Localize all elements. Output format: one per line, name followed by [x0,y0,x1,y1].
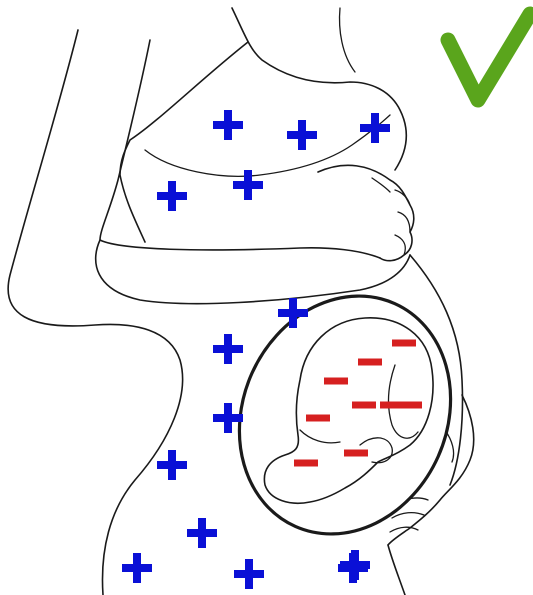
minus-sign-icon [294,460,318,467]
plus-sign-icon [213,110,243,140]
minus-sign-icon [306,415,330,422]
plus-sign-icon [157,450,187,480]
check-mark-icon [448,14,530,100]
plus-sign-icon [234,559,264,589]
neck-shoulder [232,8,406,170]
upper-hand-fingers [372,178,410,255]
plus-sign-icon [287,120,317,150]
minus-sign-icon [392,340,416,347]
bra-strap [120,42,248,242]
plus-sign-icon [360,113,390,143]
neck-line [340,8,355,72]
plus-sign-icon [122,553,152,583]
minus-sign-icon [324,378,348,385]
plus-sign-icon [340,550,370,580]
minus-sign-icon [352,402,376,409]
plus-sign-icon [213,334,243,364]
woman-silhouette [8,8,474,595]
plus-sign-icon [233,170,263,200]
upper-arm [100,40,380,258]
front-hip [388,545,405,595]
back-contour [8,30,182,595]
minus-sign-icon [358,359,382,366]
minus-sign-icon [380,402,404,409]
plus-sign-icon [187,518,217,548]
minus-sign-icon [344,450,368,457]
bra-cup [145,115,390,176]
plus-sign-icon [157,181,187,211]
